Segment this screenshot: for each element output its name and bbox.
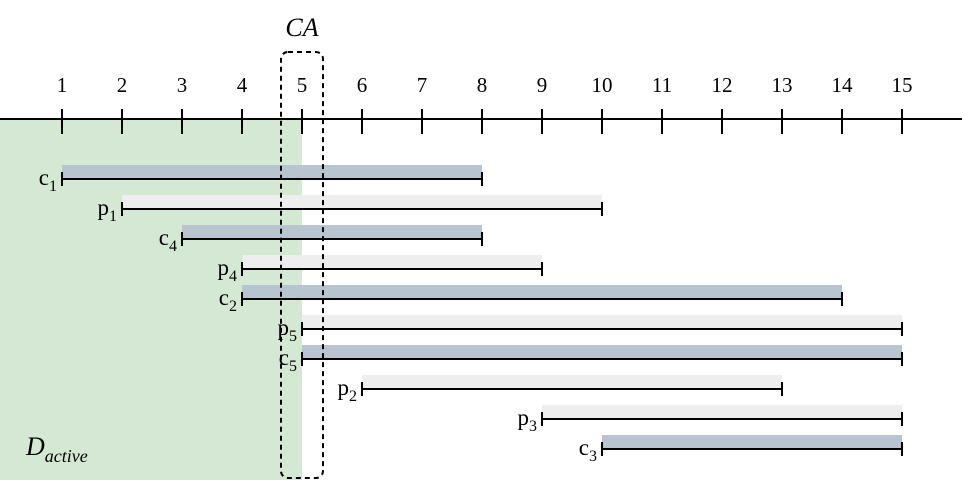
axis-tick-label: 12 xyxy=(712,73,733,97)
interval-label-subscript: 3 xyxy=(589,448,597,465)
axis-tick-label: 3 xyxy=(177,73,188,97)
interval-label-subscript: 4 xyxy=(169,238,177,255)
interval-label-p2: p2 xyxy=(338,375,358,405)
interval-bar-c1 xyxy=(62,165,482,179)
interval-label-subscript: 4 xyxy=(229,268,237,285)
axis-tick-label: 7 xyxy=(417,73,428,97)
axis-tick-label: 15 xyxy=(892,73,913,97)
interval-label-letter: c xyxy=(159,225,169,250)
interval-label-c2: c2 xyxy=(219,285,237,315)
interval-label-subscript: 1 xyxy=(49,178,57,195)
interval-label-subscript: 1 xyxy=(109,208,117,225)
interval-bar-p5 xyxy=(302,315,902,329)
interval-label-letter: c xyxy=(579,435,589,460)
axis-tick-label: 14 xyxy=(832,73,854,97)
axis-tick-label: 6 xyxy=(357,73,368,97)
interval-label-letter: p xyxy=(338,375,350,400)
interval-label-letter: p xyxy=(518,405,530,430)
active-region-label: Dactive xyxy=(25,432,88,466)
interval-label-letter: c xyxy=(279,345,289,370)
interval-label-letter: p xyxy=(218,255,230,280)
interval-label-subscript: 3 xyxy=(529,418,537,435)
interval-label-subscript: 2 xyxy=(349,388,357,405)
interval-bar-c5 xyxy=(302,345,902,359)
active-region-label-sub: active xyxy=(45,446,88,466)
interval-label-p4: p4 xyxy=(218,255,238,285)
interval-label-letter: p xyxy=(98,195,110,220)
interval-label-subscript: 2 xyxy=(229,298,237,315)
interval-label-p5: p5 xyxy=(278,315,298,345)
axis-tick-label: 11 xyxy=(652,73,672,97)
interval-label-c3: c3 xyxy=(579,435,597,465)
axis-tick-label: 1 xyxy=(57,73,68,97)
interval-bar-p1 xyxy=(122,195,602,209)
interval-label-p1: p1 xyxy=(98,195,118,225)
interval-label-letter: c xyxy=(219,285,229,310)
interval-bar-p2 xyxy=(362,375,782,389)
ca-box xyxy=(280,51,324,479)
interval-label-subscript: 5 xyxy=(289,358,297,375)
interval-bar-p4 xyxy=(242,255,542,269)
axis-tick-label: 2 xyxy=(117,73,128,97)
axis-tick-label: 8 xyxy=(477,73,488,97)
interval-label-subscript: 5 xyxy=(289,328,297,345)
axis-tick-label: 5 xyxy=(297,73,308,97)
interval-label-c1: c1 xyxy=(39,165,57,195)
interval-label-letter: p xyxy=(278,315,290,340)
interval-label-c4: c4 xyxy=(159,225,177,255)
interval-bar-c2 xyxy=(242,285,842,299)
axis-tick-label: 9 xyxy=(537,73,548,97)
axis-tick-label: 13 xyxy=(772,73,793,97)
interval-bar-c4 xyxy=(182,225,482,239)
axis-tick-label: 4 xyxy=(237,73,248,97)
interval-label-p3: p3 xyxy=(518,405,538,435)
interval-label-letter: c xyxy=(39,165,49,190)
active-region-label-main: D xyxy=(25,432,45,461)
interval-bar-c3 xyxy=(602,435,902,449)
axis-tick-label: 10 xyxy=(592,73,613,97)
interval-label-c5: c5 xyxy=(279,345,297,375)
ca-label: CA xyxy=(285,13,318,42)
interval-bar-p3 xyxy=(542,405,902,419)
